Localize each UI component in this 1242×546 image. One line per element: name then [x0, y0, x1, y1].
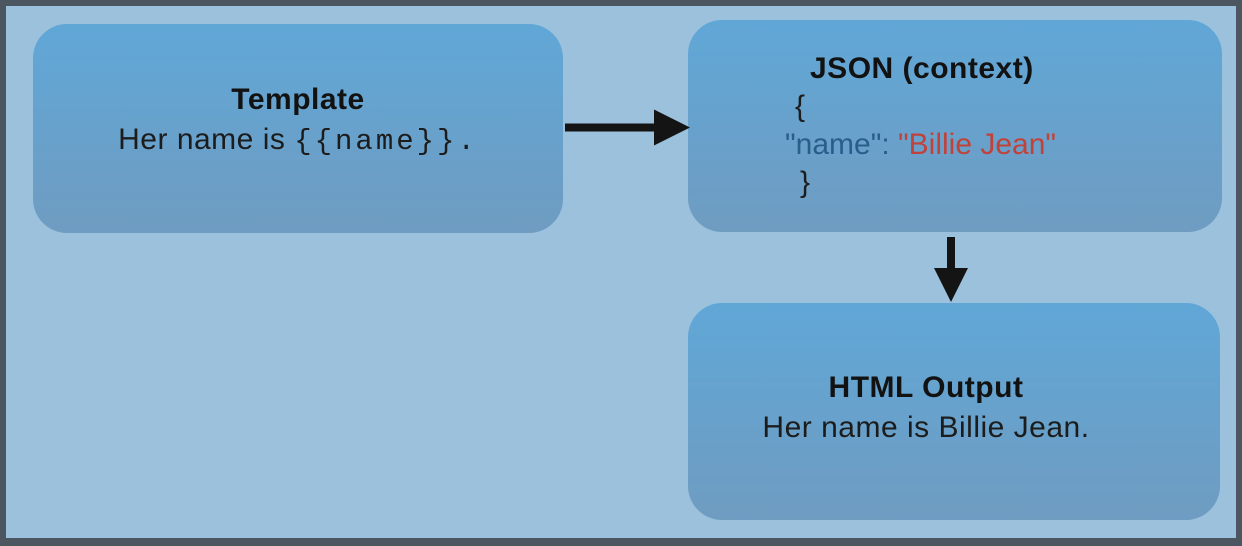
json-key-value-line: "name": "Billie Jean" — [785, 126, 1056, 164]
template-box-content: Template Her name is {{name}}. — [33, 24, 563, 162]
output-box-title: HTML Output — [828, 371, 1024, 404]
json-open-brace: { — [795, 90, 806, 123]
output-box-body: Her name is Billie Jean. — [762, 411, 1090, 444]
json-value: "Billie Jean" — [898, 128, 1057, 161]
json-box-title: JSON (context) — [810, 52, 1034, 85]
json-key: "name": — [785, 128, 899, 161]
json-context-box: JSON (context) { "name": "Billie Jean" } — [688, 20, 1222, 232]
output-box-content: HTML Output Her name is Billie Jean. — [688, 303, 1220, 448]
html-output-box: HTML Output Her name is Billie Jean. — [688, 303, 1220, 520]
arrow-template-to-json-icon — [565, 109, 690, 146]
template-text-suffix: . — [457, 125, 478, 158]
template-box-body: Her name is {{name}}. — [33, 120, 563, 162]
json-close-brace: } — [800, 166, 811, 199]
template-box: Template Her name is {{name}}. — [33, 24, 563, 233]
template-box-title: Template — [231, 83, 365, 116]
arrow-json-to-output-icon — [934, 237, 968, 302]
template-text-prefix: Her name is — [118, 123, 295, 156]
template-variable-token: {{name}} — [294, 125, 458, 158]
